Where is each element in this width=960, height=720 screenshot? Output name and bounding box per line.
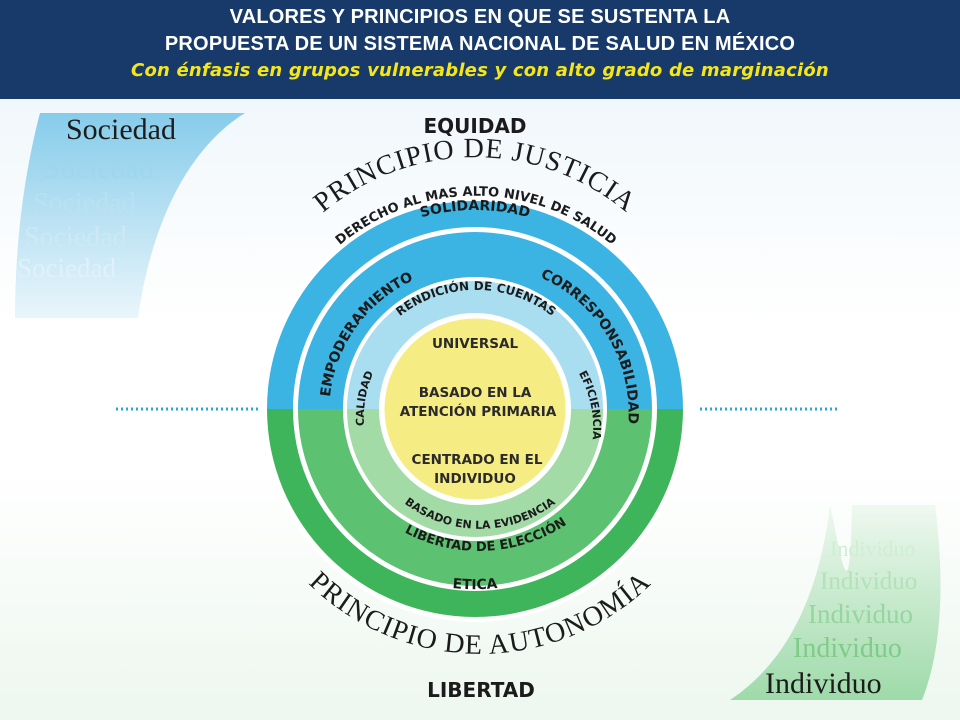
title-line-1: VALORES Y PRINCIPIOS EN QUE SE SUSTENTA … — [229, 6, 731, 28]
individuo-word-2: Individuo — [820, 568, 917, 595]
sociedad-word-5: Sociedad — [17, 253, 116, 283]
header-banner: VALORES Y PRINCIPIOS EN QUE SE SUSTENTA … — [0, 0, 960, 99]
title-line-2: PROPUESTA DE UN SISTEMA NACIONAL DE SALU… — [164, 33, 796, 55]
individuo-word-5: Individuo — [765, 667, 882, 700]
core-centrado-line2: INDIVIDUO — [434, 471, 516, 487]
individuo-word-1: Individuo — [830, 536, 916, 561]
core-atencion-line2: ATENCIÓN PRIMARIA — [400, 402, 557, 420]
core-universal: UNIVERSAL — [432, 336, 519, 352]
core-atencion-line1: BASADO EN LA — [419, 385, 532, 401]
sociedad-word-2: Sociedad — [44, 152, 154, 185]
individuo-word-4: Individuo — [793, 633, 902, 664]
subtitle: Con énfasis en grupos vulnerables y con … — [131, 60, 829, 81]
individuo-banner — [730, 505, 941, 700]
libertad-label: LIBERTAD — [427, 678, 535, 702]
solidaridad-text: SOLIDARIDAD — [418, 198, 531, 221]
sociedad-word-4: Sociedad — [24, 222, 127, 253]
equidad-label: EQUIDAD — [423, 114, 526, 138]
core-centrado-line1: CENTRADO EN EL — [412, 452, 543, 468]
sociedad-word-3: Sociedad — [33, 188, 136, 219]
core-circle — [381, 315, 569, 503]
individuo-word-3: Individuo — [808, 599, 913, 629]
sociedad-word-1: Sociedad — [66, 113, 176, 146]
sociedad-banner — [15, 113, 245, 318]
etica-text: ETICA — [452, 576, 498, 593]
